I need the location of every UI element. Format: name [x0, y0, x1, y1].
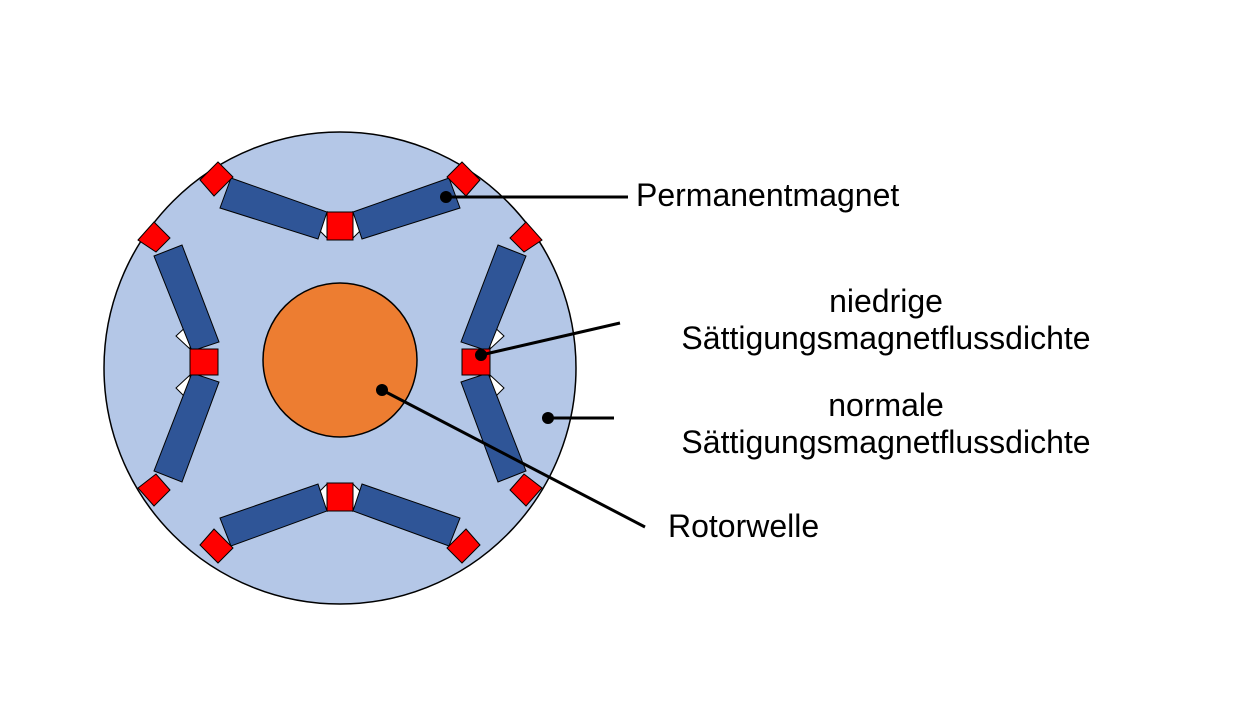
leader-dot — [376, 384, 388, 396]
magnet-pole-right — [460, 221, 543, 507]
low-saturation-bridge — [446, 161, 481, 197]
magnet-pole-left — [137, 221, 220, 507]
permanent-magnet — [460, 372, 527, 483]
label-normal-saturation-line1: normale — [828, 387, 944, 423]
label-permanent-magnet: Permanentmagnet — [636, 177, 899, 214]
label-rotor-shaft: Rotorwelle — [668, 508, 819, 545]
leader-dot — [440, 191, 452, 203]
permanent-magnet — [352, 177, 461, 240]
leader-line-low-saturation — [480, 321, 621, 357]
leader-dot — [542, 412, 554, 424]
label-low-saturation-line1: niedrige — [829, 283, 943, 319]
label-normal-saturation-line2: Sättigungsmagnetflussdichte — [681, 423, 1091, 460]
permanent-magnet — [219, 177, 328, 240]
low-saturation-bridge — [509, 221, 543, 253]
label-rotor-shaft-text: Rotorwelle — [668, 508, 820, 544]
permanent-magnet — [153, 244, 220, 352]
leader-line-rotor-shaft — [381, 388, 646, 529]
permanent-magnet — [153, 372, 220, 483]
low-saturation-bridge — [509, 473, 543, 507]
label-low-saturation: niedrige Sättigungsmagnetflussdichte — [636, 283, 1136, 357]
magnet-pole-bottom — [199, 482, 481, 564]
low-saturation-bridge — [199, 528, 234, 564]
leader-dots — [376, 191, 554, 424]
low-saturation-bridge — [326, 211, 354, 241]
low-saturation-bridge — [446, 528, 481, 564]
leader-dot — [475, 349, 487, 361]
label-low-saturation-line2: Sättigungsmagnetflussdichte — [681, 319, 1091, 356]
low-saturation-bridge — [189, 348, 219, 376]
label-permanent-magnet-text: Permanentmagnet — [636, 177, 900, 213]
magnet-pole-top — [199, 161, 481, 241]
low-saturation-bridge — [326, 482, 354, 512]
label-normal-saturation: normale Sättigungsmagnetflussdichte — [636, 387, 1136, 461]
low-saturation-bridge — [199, 161, 234, 197]
low-saturation-bridge — [137, 473, 171, 507]
low-saturation-bridge — [137, 221, 171, 253]
leader-lines — [381, 195, 646, 529]
rotor-shaft — [262, 282, 418, 438]
